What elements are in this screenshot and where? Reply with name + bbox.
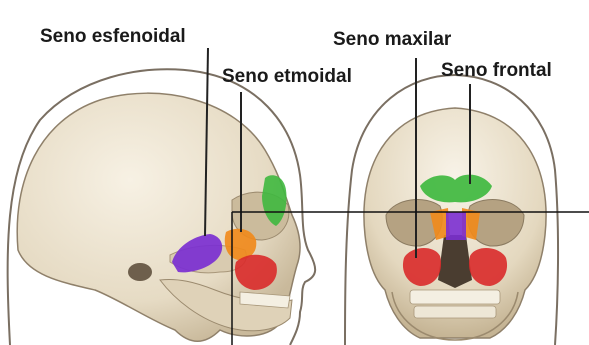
label-maxillary-sinus: Seno maxilar (333, 30, 451, 49)
label-ethmoid-sinus: Seno etmoidal (222, 67, 352, 86)
label-sphenoid-sinus: Seno esfenoidal (40, 27, 186, 46)
front-sphenoid-sinus (446, 212, 466, 240)
front-upper-teeth (410, 290, 500, 304)
side-ear-canal (128, 263, 152, 281)
front-lower-teeth (414, 306, 496, 318)
label-frontal-sinus: Seno frontal (441, 61, 552, 80)
front-nasal-cavity (438, 235, 472, 288)
